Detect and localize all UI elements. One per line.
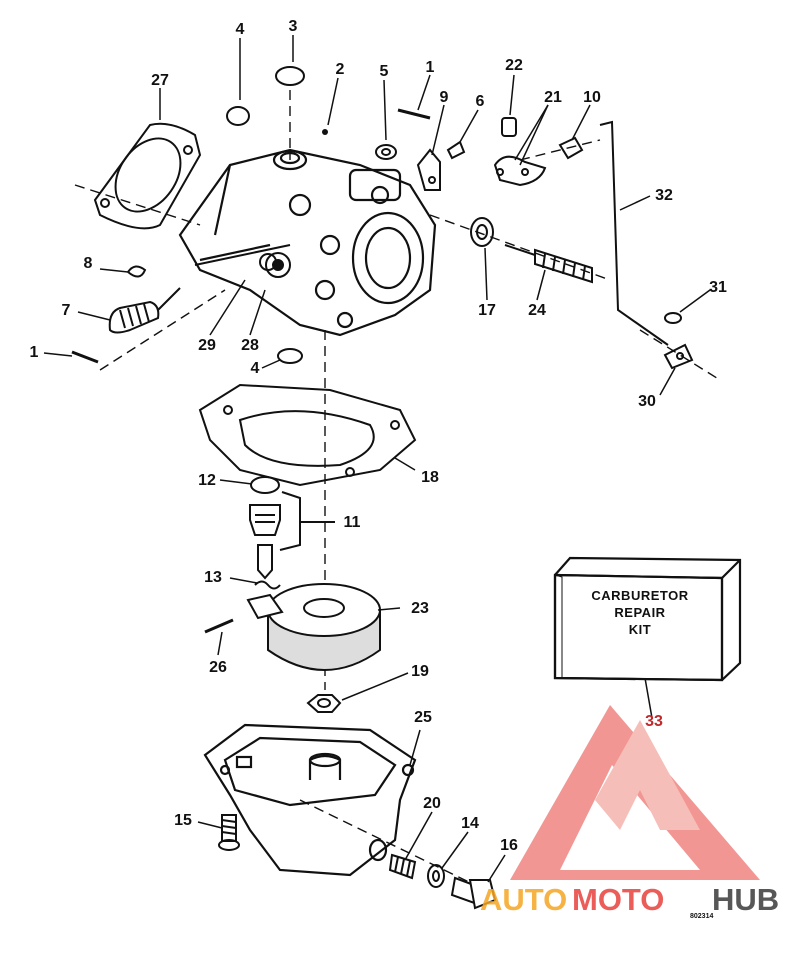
washer-14 bbox=[427, 864, 445, 888]
nut-10 bbox=[558, 136, 584, 160]
kit-label-line2: REPAIR bbox=[614, 605, 665, 620]
callout-11: 11 bbox=[344, 514, 361, 531]
repair-kit-box bbox=[553, 556, 742, 682]
callout-20: 20 bbox=[423, 795, 441, 812]
callout-2: 2 bbox=[336, 61, 345, 78]
leader-lines bbox=[43, 35, 711, 883]
washer-19 bbox=[306, 694, 342, 713]
oring-12 bbox=[250, 476, 280, 494]
callout-1-left: 1 bbox=[30, 344, 39, 361]
callout-29: 29 bbox=[198, 337, 216, 354]
callout-27: 27 bbox=[151, 72, 169, 89]
callout-1-right: 1 bbox=[426, 59, 435, 76]
callout-9: 9 bbox=[440, 89, 449, 106]
float-23 bbox=[246, 583, 381, 671]
plug-4-bottom bbox=[277, 348, 303, 364]
pin-1-left bbox=[71, 350, 99, 364]
callout-14: 14 bbox=[461, 815, 479, 832]
screw-15 bbox=[218, 814, 240, 851]
screw-6 bbox=[446, 140, 466, 160]
plug-4-top bbox=[226, 106, 250, 126]
screw-22 bbox=[501, 117, 517, 137]
callout-30: 30 bbox=[638, 393, 656, 410]
jet-11-lower bbox=[257, 544, 273, 580]
gasket-27 bbox=[93, 122, 202, 230]
callout-22: 22 bbox=[505, 57, 523, 74]
callout-labels: 27 4 3 2 5 1 9 6 22 21 10 32 8 7 1 29 28… bbox=[30, 18, 727, 854]
callout-15: 15 bbox=[174, 812, 192, 829]
lever-21 bbox=[493, 155, 547, 187]
callout-13: 13 bbox=[204, 569, 222, 586]
plug-3 bbox=[275, 66, 305, 86]
callout-5: 5 bbox=[380, 63, 389, 80]
float-bowl-25 bbox=[203, 723, 417, 877]
bracket-11 bbox=[279, 491, 335, 551]
pin-1-right bbox=[397, 108, 431, 120]
jet-11-upper bbox=[249, 504, 281, 536]
callout-4-top: 4 bbox=[236, 21, 245, 38]
callout-7: 7 bbox=[62, 302, 71, 319]
spring-7 bbox=[108, 287, 181, 334]
callout-19: 19 bbox=[411, 663, 429, 680]
watermark-text: AUTO MOTO HUB bbox=[480, 882, 779, 917]
callout-33: 33 bbox=[645, 713, 663, 730]
callout-26: 26 bbox=[209, 659, 227, 676]
clip-8 bbox=[127, 265, 147, 278]
callout-17: 17 bbox=[478, 302, 496, 319]
link-32 bbox=[599, 120, 669, 346]
callout-4-bottom: 4 bbox=[251, 360, 260, 377]
kit-label-line1: CARBURETOR bbox=[591, 588, 688, 603]
callout-12: 12 bbox=[198, 472, 216, 489]
carburetor-body bbox=[178, 148, 437, 337]
gasket-18 bbox=[198, 383, 417, 487]
watermark-hub: HUB bbox=[712, 882, 779, 917]
callout-18: 18 bbox=[421, 469, 439, 486]
callout-25: 25 bbox=[414, 709, 432, 726]
callout-10: 10 bbox=[583, 89, 601, 106]
pin-26 bbox=[204, 618, 234, 634]
kit-label-line3: KIT bbox=[629, 622, 651, 637]
bracket-9 bbox=[416, 148, 441, 191]
needle-24 bbox=[504, 244, 593, 284]
washer-17 bbox=[470, 217, 494, 247]
drain-plug-16 bbox=[450, 876, 497, 910]
watermark-logo bbox=[510, 705, 760, 880]
spring-13 bbox=[254, 580, 281, 590]
callout-16: 16 bbox=[500, 837, 518, 854]
callout-23: 23 bbox=[411, 600, 429, 617]
callout-24: 24 bbox=[528, 302, 546, 319]
clip-30 bbox=[663, 343, 694, 370]
callout-3: 3 bbox=[289, 18, 298, 35]
throttle-shaft bbox=[194, 244, 291, 278]
callout-6: 6 bbox=[476, 93, 485, 110]
watermark-moto: MOTO bbox=[572, 882, 664, 917]
ball-2 bbox=[322, 129, 328, 135]
callout-32: 32 bbox=[655, 187, 673, 204]
callout-21: 21 bbox=[544, 89, 562, 106]
spring-20 bbox=[388, 853, 417, 880]
callout-31: 31 bbox=[709, 279, 727, 296]
screw-31 bbox=[664, 312, 682, 324]
callout-28: 28 bbox=[241, 337, 259, 354]
washer-5 bbox=[375, 144, 397, 160]
centerlines bbox=[74, 90, 721, 886]
watermark-auto: AUTO bbox=[480, 882, 567, 917]
drawing-number: 802314 bbox=[690, 913, 713, 920]
callout-8: 8 bbox=[84, 255, 93, 272]
